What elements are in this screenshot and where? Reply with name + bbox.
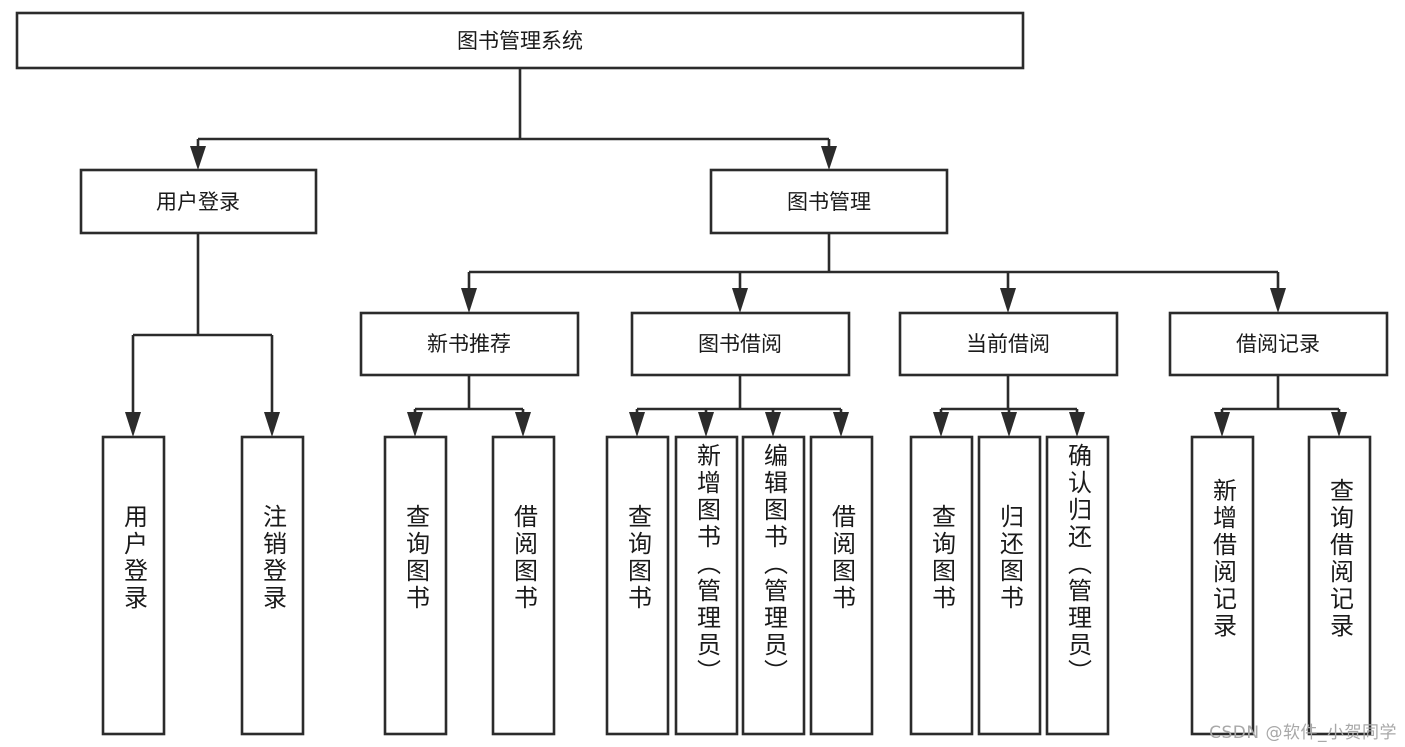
- edges-book-mgmt-to-level3: [461, 233, 1286, 313]
- arrowhead-bb-leaf-1: [629, 412, 645, 437]
- leaf-box-logout[interactable]: [240, 435, 305, 736]
- arrowhead-br-leaf-1: [1214, 412, 1230, 437]
- leaf-box-bb-borrow-book[interactable]: [809, 435, 874, 736]
- leaf-box-bb-add-book[interactable]: [674, 435, 739, 736]
- leaf-box-cb-query-book[interactable]: [909, 435, 974, 736]
- leaf-box-bb-edit-book[interactable]: [741, 435, 806, 736]
- node-borrow-record-label: 借阅记录: [1236, 332, 1320, 356]
- edges-user-login-to-leaves: [125, 233, 280, 437]
- edges-borrow-record-to-leaves: [1214, 375, 1347, 437]
- node-book-mgmt-label: 图书管理: [787, 190, 871, 214]
- node-user-login-box[interactable]: [79, 168, 318, 235]
- leaf-box-cb-return-book[interactable]: [977, 435, 1042, 736]
- node-current-borrow-label: 当前借阅: [966, 332, 1050, 356]
- node-new-book-recommend-box[interactable]: [359, 311, 580, 377]
- arrowhead-cb-leaf-1: [933, 412, 949, 437]
- arrowhead-bb-leaf-2: [698, 412, 714, 437]
- leaf-box-nbr-query-book[interactable]: [383, 435, 448, 736]
- arrowhead-br-leaf-2: [1331, 412, 1347, 437]
- leaf-box-cb-confirm-return[interactable]: [1045, 435, 1110, 736]
- arrowhead-current-borrow: [1000, 288, 1016, 313]
- arrowhead-book-borrow: [732, 288, 748, 313]
- arrowhead-nbr-leaf-1: [407, 412, 423, 437]
- arrowhead-nbr-leaf-2: [515, 412, 531, 437]
- edges-new-book-recommend-to-leaves: [407, 375, 531, 437]
- leaf-box-br-query-record[interactable]: [1307, 435, 1372, 736]
- arrowhead-new-book-recommend: [461, 288, 477, 313]
- leaf-box-br-add-record[interactable]: [1190, 435, 1255, 736]
- edges-current-borrow-to-leaves: [933, 375, 1085, 437]
- arrowhead-leaf-logout: [264, 412, 280, 437]
- node-book-borrow-box[interactable]: [630, 311, 851, 377]
- node-new-book-recommend-label: 新书推荐: [427, 332, 511, 356]
- arrowhead-cb-leaf-3: [1069, 412, 1085, 437]
- leaf-box-user-login[interactable]: [101, 435, 166, 736]
- node-book-borrow-label: 图书借阅: [698, 332, 782, 356]
- leaf-box-nbr-borrow-book[interactable]: [491, 435, 556, 736]
- node-current-borrow-box[interactable]: [898, 311, 1119, 377]
- node-book-mgmt-box[interactable]: [709, 168, 949, 235]
- arrowhead-book-mgmt: [821, 146, 837, 170]
- node-user-login-label: 用户登录: [156, 190, 240, 214]
- arrowhead-cb-leaf-2: [1001, 412, 1017, 437]
- arrowhead-user-login: [190, 146, 206, 170]
- edges-book-borrow-to-leaves: [629, 375, 849, 437]
- watermark-text: CSDN @软件_小贺同学: [1209, 723, 1397, 743]
- node-root-label: 图书管理系统: [457, 29, 583, 53]
- arrowhead-bb-leaf-4: [833, 412, 849, 437]
- leaf-box-bb-query-book[interactable]: [605, 435, 670, 736]
- arrowhead-leaf-user-login: [125, 412, 141, 437]
- edges-root-to-level2: [190, 68, 837, 170]
- arrowhead-borrow-record: [1270, 288, 1286, 313]
- arrowhead-bb-leaf-3: [765, 412, 781, 437]
- node-borrow-record-box[interactable]: [1168, 311, 1389, 377]
- node-root-box[interactable]: [15, 11, 1025, 70]
